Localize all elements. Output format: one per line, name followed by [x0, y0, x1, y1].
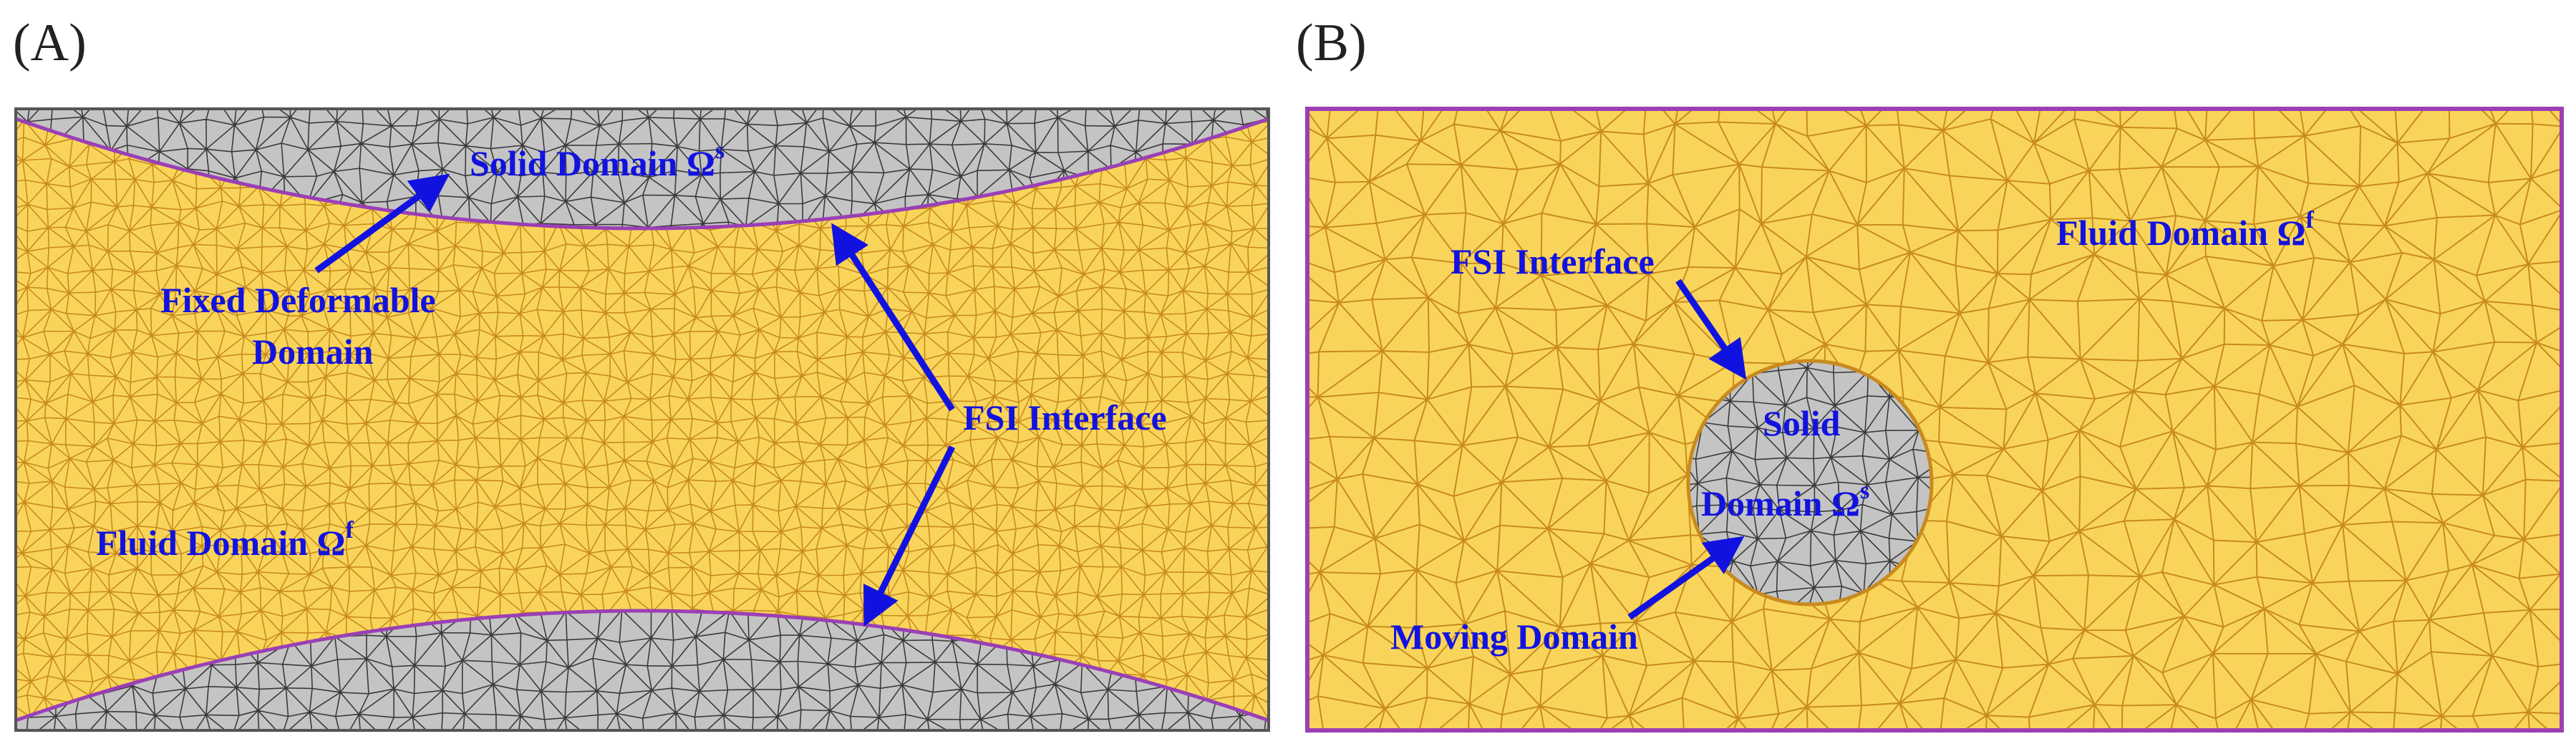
fluid-domain-label: Fluid Domain Ωf	[96, 517, 354, 563]
solid-mesh	[1688, 361, 1932, 604]
fluid-mesh	[1307, 109, 2562, 730]
solid-domain-label: Solid Domain Ωs	[470, 137, 725, 183]
arrow-fsi-interface-top	[831, 223, 955, 412]
solid-domain-label-line2: Domain Ωs	[1701, 478, 1869, 523]
mesh-lines	[1307, 109, 2562, 730]
solid-domain-circle	[1688, 361, 1932, 604]
fluid-domain-region	[1307, 109, 2562, 730]
fsi-interface-top	[16, 117, 1269, 231]
panel-b-border	[1305, 107, 2564, 733]
panel-a: (A) Solid Domain Ωs Fixed Deformable Dom…	[13, 14, 1270, 732]
panel-b-label: (B)	[1296, 14, 1367, 72]
fsi-interface-bottom	[16, 609, 1269, 723]
mesh-lines	[1688, 361, 1932, 604]
fsi-interface-circle	[1686, 359, 1934, 607]
fixed-deformable-label-line1: Fixed Deformable	[160, 280, 436, 320]
arrow-fsi-interface	[1675, 279, 1747, 380]
arrow-moving-domain	[1627, 536, 1745, 620]
fluid-domain-label: Fluid Domain Ωf	[2056, 207, 2314, 253]
moving-domain-label: Moving Domain	[1390, 617, 1638, 657]
panel-a-label: (A)	[13, 14, 87, 72]
panel-a-border	[14, 107, 1270, 732]
arrow-fixed-deformable	[314, 173, 450, 274]
solid-domain-label-line1: Solid	[1763, 403, 1841, 443]
panel-b: (B) FSI Interface Fluid Domain Ωf Solid …	[1296, 14, 2564, 733]
fixed-deformable-label-line2: Domain	[252, 332, 374, 372]
fsi-interface-label: FSI Interface	[963, 397, 1167, 438]
arrow-fsi-interface-bottom	[863, 445, 956, 627]
fsi-interface-label: FSI Interface	[1451, 241, 1655, 281]
